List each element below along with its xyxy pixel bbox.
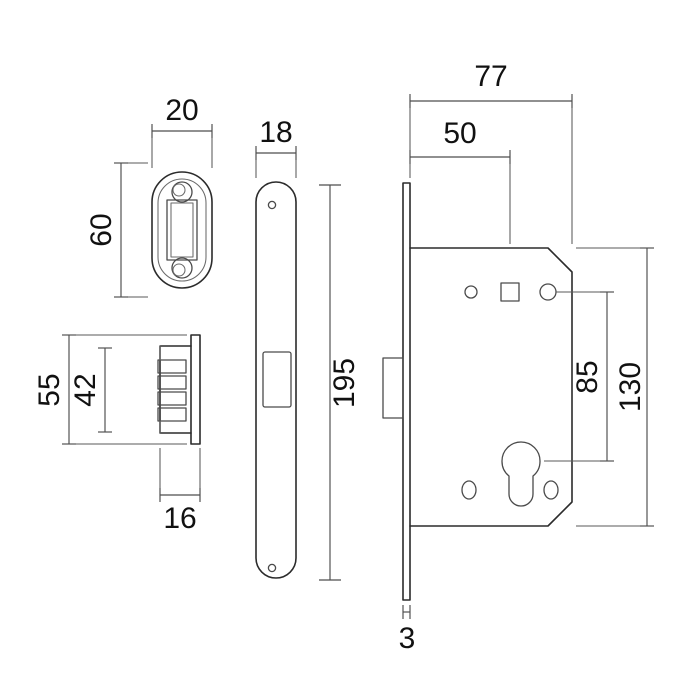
dim-label-77: 77 [474,60,507,93]
dim-label-85: 85 [571,360,604,393]
flush-pull-outer-body [151,171,213,289]
flush-pull-top-screw-boss [171,181,193,203]
flush-pull-bottom-screw-head [172,263,186,277]
side-rib-3 [157,391,187,406]
dim-label-42: 42 [69,373,102,406]
dim-label-18: 18 [259,116,292,149]
flush-pull-bottom-screw-boss [171,257,193,279]
dim-label-55: 55 [33,373,66,406]
view-flush-pull-front: 20 60 [85,94,213,298]
flush-pull-recess-inner [170,202,194,258]
dim-label-3: 3 [399,622,416,655]
dim-label-50: 50 [443,117,476,150]
faceplate-screw-hole-bottom [267,563,277,573]
lock-bolt-protrusion [382,357,404,419]
view-faceplate-front: 18 195 [255,116,361,581]
lock-faceplate-edge [402,182,411,601]
lock-hole-oval-left [461,480,477,500]
dim-label-20: 20 [165,94,198,127]
flush-pull-inner-offset [157,178,207,282]
lock-hole-oval-right [543,480,559,500]
dim-label-16: 16 [163,502,196,535]
view-flush-pull-side: 55 42 16 [33,334,201,535]
dim-label-195: 195 [328,358,361,408]
side-rib-1 [157,359,187,374]
flush-pull-top-screw-head [172,183,186,197]
lock-case-outline [409,247,573,527]
side-rib-4 [157,407,187,422]
side-backplate [190,334,201,445]
faceplate-screw-hole-top [267,200,277,210]
dim-label-60: 60 [85,213,118,246]
lock-hole-round-upper [464,285,478,299]
dim-label-130: 130 [614,362,647,412]
view-lock-body-side: 77 50 85 130 3 [382,60,654,655]
euro-cylinder-cutout [501,441,541,507]
side-rib-2 [157,375,187,390]
faceplate-latch-cutout [262,351,292,408]
faceplate-outline [255,181,297,579]
lock-hole-square-spindle [500,282,520,302]
